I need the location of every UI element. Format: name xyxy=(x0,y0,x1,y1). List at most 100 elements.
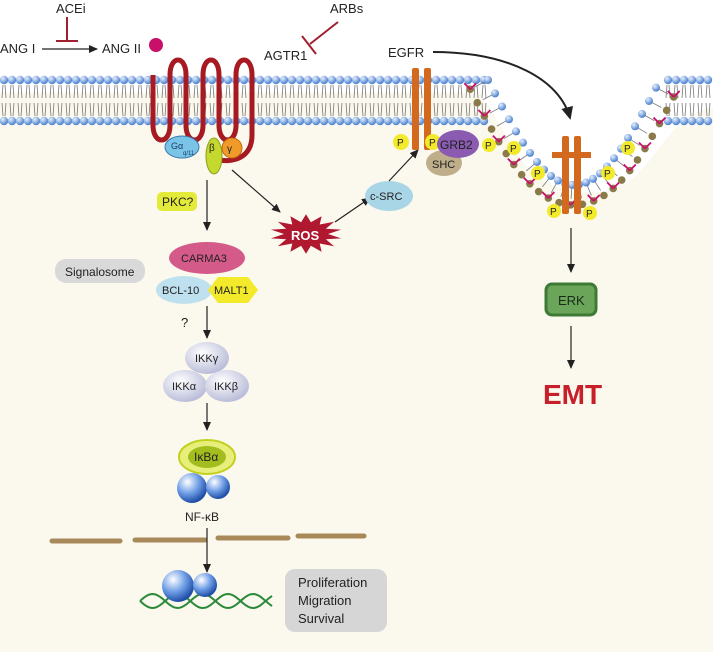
lipid-head xyxy=(287,116,297,126)
lipid-tail xyxy=(673,102,676,117)
lipid-head xyxy=(439,116,449,126)
lipid-tail xyxy=(148,84,151,99)
lipid-head xyxy=(351,75,361,85)
lipid-tail xyxy=(177,84,180,99)
lipid-head xyxy=(271,75,281,85)
lipid-tail xyxy=(28,84,31,99)
lipid-tail xyxy=(60,84,63,99)
lipid-tail xyxy=(188,102,191,117)
lipid-tail xyxy=(137,102,140,117)
lipid-tail xyxy=(388,102,391,117)
lipid-tail xyxy=(17,84,20,99)
signalosome-label: Signalosome xyxy=(65,265,135,279)
arbs-label: ARBs xyxy=(330,1,364,16)
pkc-box xyxy=(157,192,197,211)
lipid-head xyxy=(31,116,41,126)
lipid-tail xyxy=(300,84,303,99)
lipid-tail xyxy=(369,84,372,99)
lipid-tail xyxy=(305,84,308,99)
lipid-head xyxy=(223,75,233,85)
lipid-tail xyxy=(404,102,407,117)
lipid-tail xyxy=(337,84,340,99)
lipid-tail xyxy=(444,84,447,99)
lipid-head xyxy=(498,102,506,111)
lipid-head xyxy=(255,116,265,126)
lipid-head xyxy=(526,148,534,157)
lipid-tail xyxy=(25,84,28,99)
lipid-head-inner xyxy=(473,98,482,107)
grb2-protein xyxy=(437,130,479,158)
phospho-label: P xyxy=(534,169,541,180)
lipid-tail xyxy=(4,102,7,117)
lipid-tail xyxy=(65,84,68,99)
lipid-tail xyxy=(76,102,79,117)
lipid-head xyxy=(687,116,697,126)
lipid-tail xyxy=(385,84,388,99)
clathrin-triskelion xyxy=(541,191,555,199)
clathrin-triskelion xyxy=(477,109,492,117)
lipid-tail xyxy=(9,84,12,99)
nfkb-label: NF-κB xyxy=(185,510,219,524)
lipid-tail xyxy=(209,84,212,99)
lipid-tail xyxy=(156,84,159,99)
lipid-tail xyxy=(97,102,100,117)
malt1-protein xyxy=(208,277,258,303)
lipid-head xyxy=(95,75,105,85)
lipid-head xyxy=(638,109,646,118)
lipid-tail xyxy=(289,84,292,99)
phospho-site xyxy=(507,141,521,155)
lipid-head xyxy=(319,116,329,126)
lipid-head xyxy=(547,171,555,180)
internal-egfr-chain-right xyxy=(574,136,581,214)
lipid-head xyxy=(447,116,457,126)
lipid-tail xyxy=(92,102,95,117)
lipid-tail xyxy=(68,102,71,117)
grb2-label: GRB2 xyxy=(440,138,473,152)
carma3-label: CARMA3 xyxy=(181,253,227,265)
lipid-tail xyxy=(161,84,164,99)
lipid-head xyxy=(7,75,17,85)
lipid-head xyxy=(135,116,145,126)
ikk-gamma-protein xyxy=(185,342,229,374)
egfr-label: EGFR xyxy=(388,45,424,60)
lipid-tail xyxy=(308,84,311,99)
lipid-tail xyxy=(372,102,375,117)
lipid-tail xyxy=(100,102,103,117)
lipid-tail xyxy=(377,84,380,99)
lipid-tail xyxy=(396,102,399,117)
lipid-head xyxy=(207,116,217,126)
g-alpha-subunit xyxy=(164,135,200,159)
lipid-head xyxy=(15,75,25,85)
phospho-label: P xyxy=(397,138,404,149)
lipid-tail xyxy=(33,84,36,99)
lipid-tail xyxy=(196,84,199,99)
lipid-head xyxy=(447,75,457,85)
lipid-tail xyxy=(124,102,127,117)
lipid-head xyxy=(279,116,289,126)
lipid-tail xyxy=(457,102,460,117)
lipid-tail xyxy=(4,84,7,99)
lipid-head xyxy=(663,75,673,85)
lipid-tail xyxy=(420,102,423,117)
lipid-head xyxy=(582,178,590,187)
lipid-tail xyxy=(345,102,348,117)
lipid-head xyxy=(287,75,297,85)
lipid-tail xyxy=(273,84,276,99)
lipid-head-inner xyxy=(555,198,563,207)
lipid-tail xyxy=(297,84,300,99)
bcl10-protein xyxy=(156,276,212,304)
lipid-tail xyxy=(449,102,452,117)
lipid-tail xyxy=(265,84,268,99)
lipid-head xyxy=(533,157,541,166)
lipid-tail xyxy=(353,102,356,117)
ikba-label: IκBα xyxy=(194,450,218,464)
phospho-label: P xyxy=(485,141,492,152)
lipid-tail xyxy=(452,84,455,99)
clathrin-triskelion xyxy=(492,135,506,143)
lipid-head xyxy=(63,75,73,85)
csrc-label: c-SRC xyxy=(370,191,402,203)
ang1-label: ANG I xyxy=(0,41,35,56)
lipid-tail xyxy=(68,84,71,99)
lipid-tail xyxy=(129,84,132,99)
